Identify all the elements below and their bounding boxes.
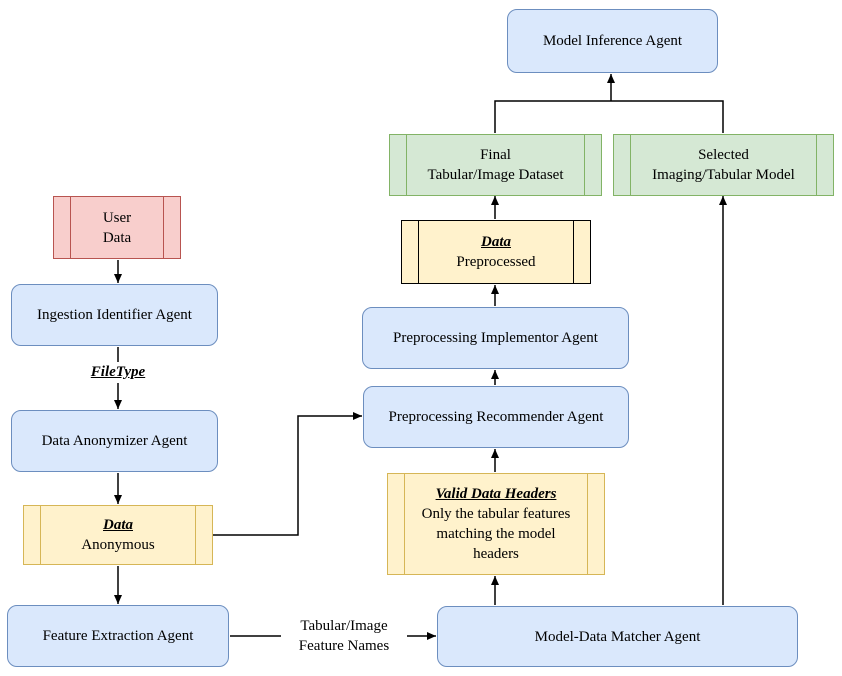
selected-model-box: Selected Imaging/Tabular Model (613, 134, 834, 196)
final-dataset-box: Final Tabular/Image Dataset (389, 134, 602, 196)
user-data-line1: User (102, 209, 132, 226)
feature-names-line1: Tabular/Image (300, 618, 388, 634)
ingestion-identifier-label: Ingestion Identifier Agent (37, 307, 192, 323)
preprocessing-implementor-agent: Preprocessing Implementor Agent (362, 307, 629, 369)
model-data-matcher-label: Model-Data Matcher Agent (534, 628, 701, 645)
ingestion-identifier-agent: Ingestion Identifier Agent (11, 284, 218, 346)
feature-extraction-label: Feature Extraction Agent (42, 628, 194, 644)
model-inference-agent-label: Model Inference Agent (542, 33, 683, 49)
valid-data-headers-box: Valid Data Headers Only the tabular feat… (387, 473, 605, 575)
data-preprocessed-box: Data Preprocessed (401, 220, 591, 284)
valid-data-headers-title: Valid Data Headers (435, 486, 557, 502)
valid-data-headers-line3: headers (473, 546, 519, 562)
preprocessing-recommender-label: Preprocessing Recommender Agent (388, 409, 604, 425)
feature-extraction-agent: Feature Extraction Agent (7, 605, 229, 667)
data-preprocessed-title: Data (481, 234, 511, 250)
data-anonymous-box: Data Anonymous (23, 505, 213, 565)
edge-final-to-join (494, 100, 724, 133)
model-inference-agent: Model Inference Agent (507, 9, 718, 73)
data-anonymizer-label: Data Anonymizer Agent (41, 433, 188, 449)
final-dataset-line2: Tabular/Image Dataset (427, 167, 564, 183)
filetype-label: FileType (80, 362, 156, 382)
user-data-box: User Data (53, 196, 181, 259)
feature-names-label: Tabular/Image Feature Names (281, 616, 407, 656)
valid-data-headers-line1: Only the tabular features (421, 506, 571, 522)
selected-model-line2: Imaging/Tabular Model (652, 167, 795, 183)
data-anonymous-title: Data (103, 517, 133, 533)
final-dataset-line1: Final (480, 147, 511, 163)
feature-names-line2: Feature Names (298, 638, 390, 654)
selected-model-line1: Selected (698, 147, 749, 163)
user-data-line2: Data (102, 229, 132, 246)
valid-data-headers-line2: matching the model (436, 526, 556, 542)
data-anonymizer-agent: Data Anonymizer Agent (11, 410, 218, 472)
preprocessing-implementor-label: Preprocessing Implementor Agent (393, 330, 598, 346)
model-data-matcher-agent: Model-Data Matcher Agent (437, 606, 798, 667)
data-anonymous-subtitle: Anonymous (81, 537, 155, 553)
edge-data-to-recommender (213, 412, 362, 536)
data-preprocessed-subtitle: Preprocessed (456, 254, 536, 270)
preprocessing-recommender-agent: Preprocessing Recommender Agent (363, 386, 629, 448)
